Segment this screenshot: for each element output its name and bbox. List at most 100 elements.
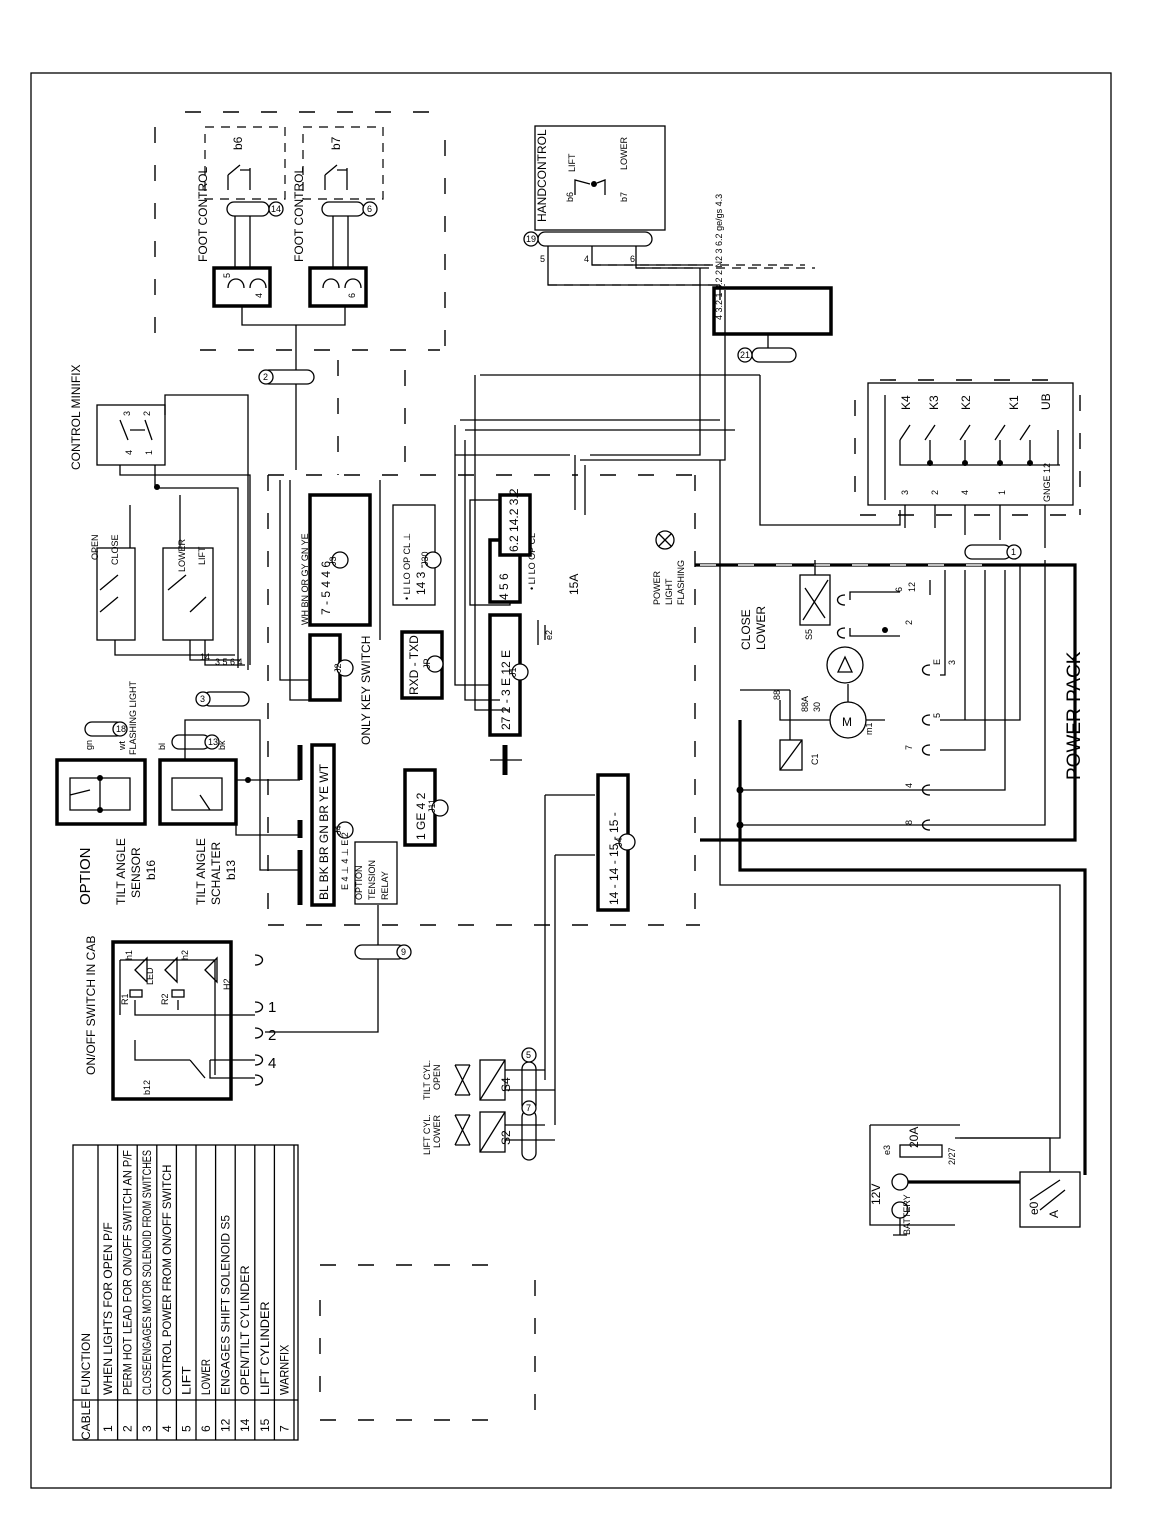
svg-text:h2: h2 xyxy=(180,950,190,960)
table-cell-function: CONTROL POWER FROM ON/OFF SWITCH xyxy=(160,1165,174,1395)
svg-text:bk: bk xyxy=(217,740,227,750)
svg-text:3: 3 xyxy=(122,411,132,416)
table-cell-function: ENGAGES SHIFT SOLENOID S5 xyxy=(219,1215,233,1395)
svg-text:14: 14 xyxy=(200,652,210,662)
svg-text:SENSOR: SENSOR xyxy=(129,847,143,898)
svg-text:13: 13 xyxy=(208,737,218,747)
battery-plus xyxy=(891,1173,909,1191)
svg-text:BATTERY: BATTERY xyxy=(902,1194,912,1235)
fuse-e3-rating: 20A xyxy=(907,1127,921,1148)
svg-text:S5: S5 xyxy=(804,629,814,640)
svg-text:TILT ANGLE: TILT ANGLE xyxy=(114,838,128,905)
table-cell-cable: 6 xyxy=(199,1425,213,1432)
connector-j33 xyxy=(498,493,532,557)
solenoid-s2 xyxy=(479,1111,506,1153)
svg-text:LIFT: LIFT xyxy=(197,546,207,565)
svg-text:E: E xyxy=(932,659,942,665)
table-grid xyxy=(73,1145,298,1440)
svg-text:12V: 12V xyxy=(869,1184,883,1205)
cable-marker-14 xyxy=(268,201,284,217)
svg-text:9: 9 xyxy=(401,947,406,957)
svg-text:7 - 5 4 4 6: 7 - 5 4 4 6 xyxy=(319,561,333,615)
table-cell-function: OPEN/TILT CYLINDER xyxy=(238,1265,252,1395)
svg-text:bl: bl xyxy=(157,743,167,750)
svg-text:WH BN OR GY GN YE: WH BN OR GY GN YE xyxy=(300,533,310,625)
svg-text:27 2 - 3 E 12 E: 27 2 - 3 E 12 E xyxy=(499,650,513,730)
control-minifix: 3 2 4 1 CONTROL MINIFIX OPEN CLOSE LOWER… xyxy=(69,364,251,670)
svg-text:5: 5 xyxy=(540,254,545,264)
svg-text:J4: J4 xyxy=(614,837,624,847)
svg-text:FLASHING LIGHT: FLASHING LIGHT xyxy=(128,680,138,755)
foot-control-right-label: FOOT CONTROL xyxy=(292,167,306,262)
svg-text:S2: S2 xyxy=(499,1130,513,1145)
svg-text:R2: R2 xyxy=(160,993,170,1005)
solenoid-s4 xyxy=(479,1059,506,1101)
table-cell-cable: 1 xyxy=(101,1425,115,1432)
svg-text:6: 6 xyxy=(894,587,904,592)
svg-text:2: 2 xyxy=(263,372,268,382)
svg-text:2: 2 xyxy=(930,490,940,495)
svg-text:CLOSE: CLOSE xyxy=(739,609,753,650)
svg-text:OPEN: OPEN xyxy=(90,534,100,560)
svg-text:LOWER: LOWER xyxy=(177,538,187,572)
table-cell-cable: 3 xyxy=(140,1425,154,1432)
signal-wires xyxy=(580,268,901,526)
cable-marker-18 xyxy=(112,721,128,737)
table-cell-function: LOWER xyxy=(199,1359,213,1395)
svg-text:5: 5 xyxy=(932,713,942,718)
cable-marker-5 xyxy=(521,1047,537,1063)
svg-text:• LI LO OP CL ⊥: • LI LO OP CL ⊥ xyxy=(402,533,412,600)
table-cell-cable: 14 xyxy=(238,1418,252,1432)
svg-text:1: 1 xyxy=(268,999,276,1016)
svg-text:1 GE 4 2: 1 GE 4 2 xyxy=(414,792,428,840)
table-cell-cable: 15 xyxy=(258,1418,272,1432)
controller-board: 7 - 5 4 4 6 J3 WH BN OR GY GN YE J2 • LI… xyxy=(267,360,760,926)
svg-text:S4: S4 xyxy=(499,1077,513,1092)
svg-text:gn: gn xyxy=(84,740,94,750)
relay-c1 xyxy=(779,739,803,771)
svg-text:wt: wt xyxy=(117,741,127,751)
svg-text:b16: b16 xyxy=(144,860,158,880)
svg-text:6.2 14.2 3.2: 6.2 14.2 3.2 xyxy=(507,488,521,552)
svg-text:2: 2 xyxy=(142,411,152,416)
svg-text:7: 7 xyxy=(526,1103,531,1113)
svg-text:LIFT: LIFT xyxy=(567,153,577,172)
relay-k2: K2 xyxy=(959,395,973,410)
only-key-switch-label: ONLY KEY SWITCH xyxy=(359,636,373,745)
cable-marker-6 xyxy=(362,201,378,217)
handcontrol-label: HANDCONTROL xyxy=(535,129,549,222)
svg-text:4 5 6: 4 5 6 xyxy=(497,573,511,600)
svg-text:RELAY: RELAY xyxy=(380,871,390,900)
svg-text:5: 5 xyxy=(526,1050,531,1060)
svg-text:4: 4 xyxy=(584,254,589,264)
svg-text:OPTION: OPTION xyxy=(354,865,364,900)
svg-text:J30: J30 xyxy=(420,551,430,566)
table-cell-cable: 4 xyxy=(160,1425,174,1432)
svg-text:JP: JP xyxy=(422,658,432,669)
diagram-frame xyxy=(30,72,1112,1489)
svg-text:21: 21 xyxy=(740,350,750,360)
foot-control-left-plug xyxy=(212,266,272,308)
svg-text:A: A xyxy=(1047,1210,1061,1218)
svg-text:M: M xyxy=(842,715,852,729)
svg-text:12: 12 xyxy=(907,582,917,592)
table-cell-function: LIFT CYLINDER xyxy=(258,1301,272,1395)
svg-text:BL BK BR GN BR YE WT: BL BK BR GN BR YE WT xyxy=(317,763,331,900)
svg-text:2/27: 2/27 xyxy=(947,1147,957,1165)
on-off-switch-cab: ON/OFF SWITCH IN CAB h1 h2 H2 LED R1 R2 … xyxy=(84,936,276,1101)
svg-text:LOWER: LOWER xyxy=(432,1114,442,1148)
svg-text:e0: e0 xyxy=(1027,1201,1041,1215)
cylinder-solenoids: TILT CYL. OPEN LIFT CYL. LOWER S4 S2 5 7 xyxy=(422,1047,555,1161)
svg-text:4: 4 xyxy=(124,450,134,455)
tilt-angle-switch-b13 xyxy=(158,758,238,826)
foot-control-right-plug xyxy=(308,266,368,308)
svg-text:6: 6 xyxy=(630,254,635,264)
flashing-light-lamp xyxy=(655,530,675,550)
option-sensors: OPTION TILT ANGLE SENSOR b16 TILT ANGLE … xyxy=(55,680,300,905)
svg-text:6: 6 xyxy=(347,293,357,298)
table-cell-function: LIFT xyxy=(179,1365,193,1395)
svg-text:R1: R1 xyxy=(120,993,130,1005)
svg-text:1: 1 xyxy=(144,450,154,455)
handcontrol: HANDCONTROL LIFT LOWER b6 b7 19 5 4 6 4 … xyxy=(523,125,833,363)
svg-text:OPEN: OPEN xyxy=(432,1064,442,1090)
